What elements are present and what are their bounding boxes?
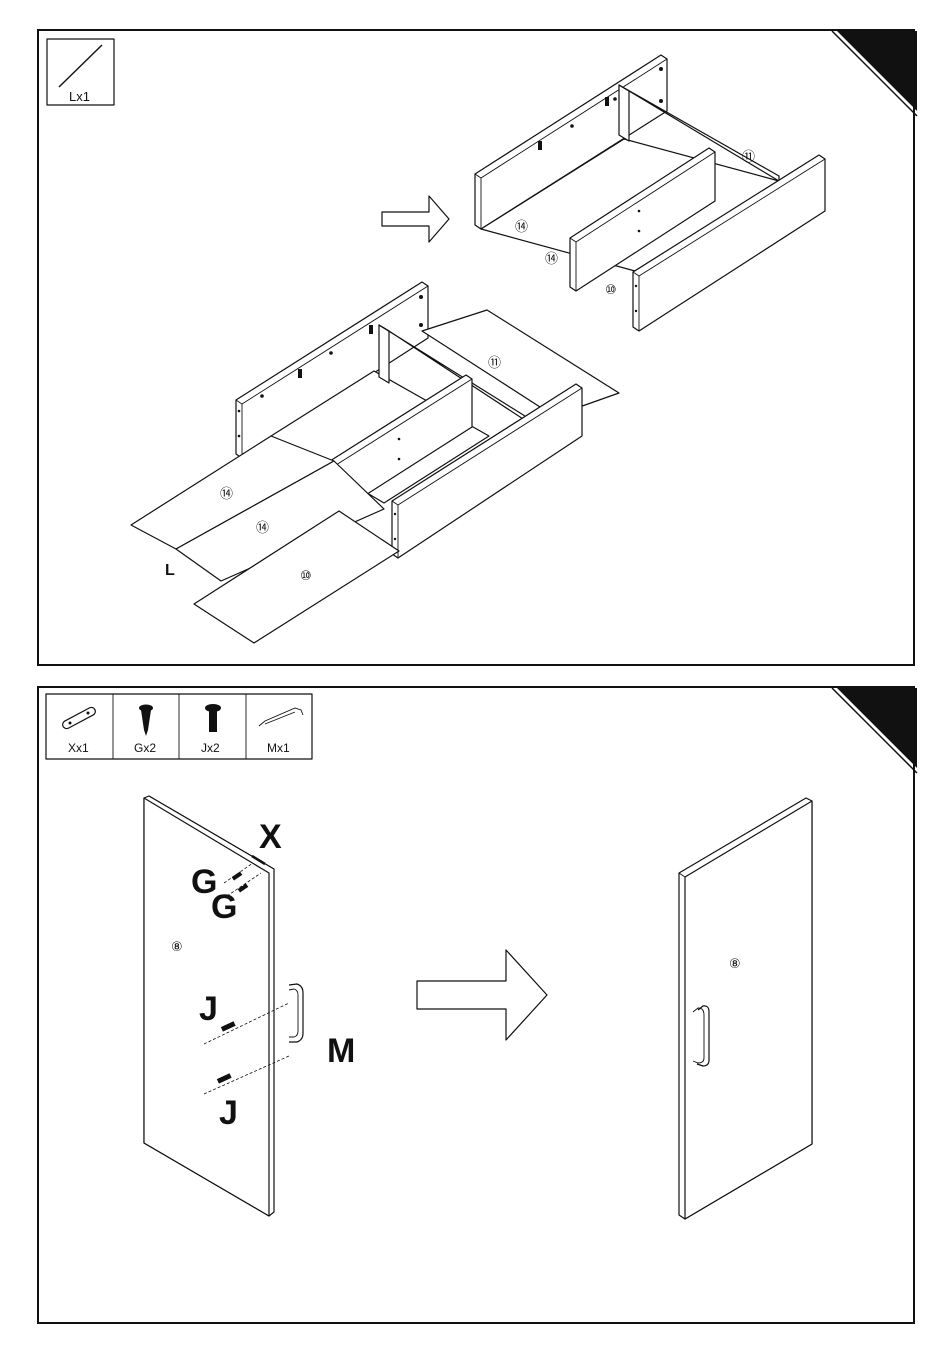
parts-label-m: Mx1 (267, 741, 290, 755)
callout-14: ⑭ (545, 252, 558, 267)
door-panel: ⑧ (144, 796, 303, 1216)
arrow-icon (417, 950, 547, 1040)
callout-11: ⑪ (488, 356, 501, 371)
callout-8: ⑧ (171, 940, 183, 955)
parts-label-g: Gx2 (134, 741, 156, 755)
letter-g: G (211, 888, 237, 926)
callout-14: ⑭ (256, 521, 269, 536)
arrow-icon (382, 196, 449, 242)
letter-l: L (165, 562, 175, 579)
parts-box: Xx1 Gx2 Jx2 Mx1 (46, 694, 312, 759)
step-panel-door-handle: Xx1 Gx2 Jx2 Mx1 ⑧ X G G J J M (37, 686, 915, 1324)
letter-j: J (199, 990, 218, 1028)
letter-x: X (259, 818, 282, 856)
door-handle-illustration: Xx1 Gx2 Jx2 Mx1 ⑧ X G G J J M (39, 688, 917, 1326)
callout-10: ⑩ (300, 569, 312, 584)
exploded-drawer: ⑪ ⑭ ⑭ ⑩ L (131, 282, 619, 643)
letter-m: M (327, 1032, 355, 1070)
parts-label-j: Jx2 (201, 741, 220, 755)
step-corner-tab (837, 31, 917, 111)
step-panel-drawer-assembly: Lx1 ⑪ ⑭ ⑭ ⑩ (37, 29, 915, 666)
callout-8: ⑧ (729, 957, 741, 972)
callout-11: ⑪ (742, 150, 755, 165)
callout-14: ⑭ (220, 487, 233, 502)
drawer-assembly-illustration: Lx1 ⑪ ⑭ ⑭ ⑩ (39, 31, 917, 668)
door-panel-assembled: ⑧ (679, 798, 812, 1219)
assembled-drawer: ⑪ ⑭ ⑭ ⑩ (475, 55, 825, 331)
parts-label-l: Lx1 (69, 89, 90, 104)
parts-label-x: Xx1 (68, 741, 89, 755)
parts-box-l: Lx1 (47, 39, 114, 105)
callout-10: ⑩ (605, 283, 617, 298)
step-corner-tab (837, 688, 917, 768)
letter-j: J (219, 1094, 238, 1132)
callout-14: ⑭ (515, 220, 528, 235)
